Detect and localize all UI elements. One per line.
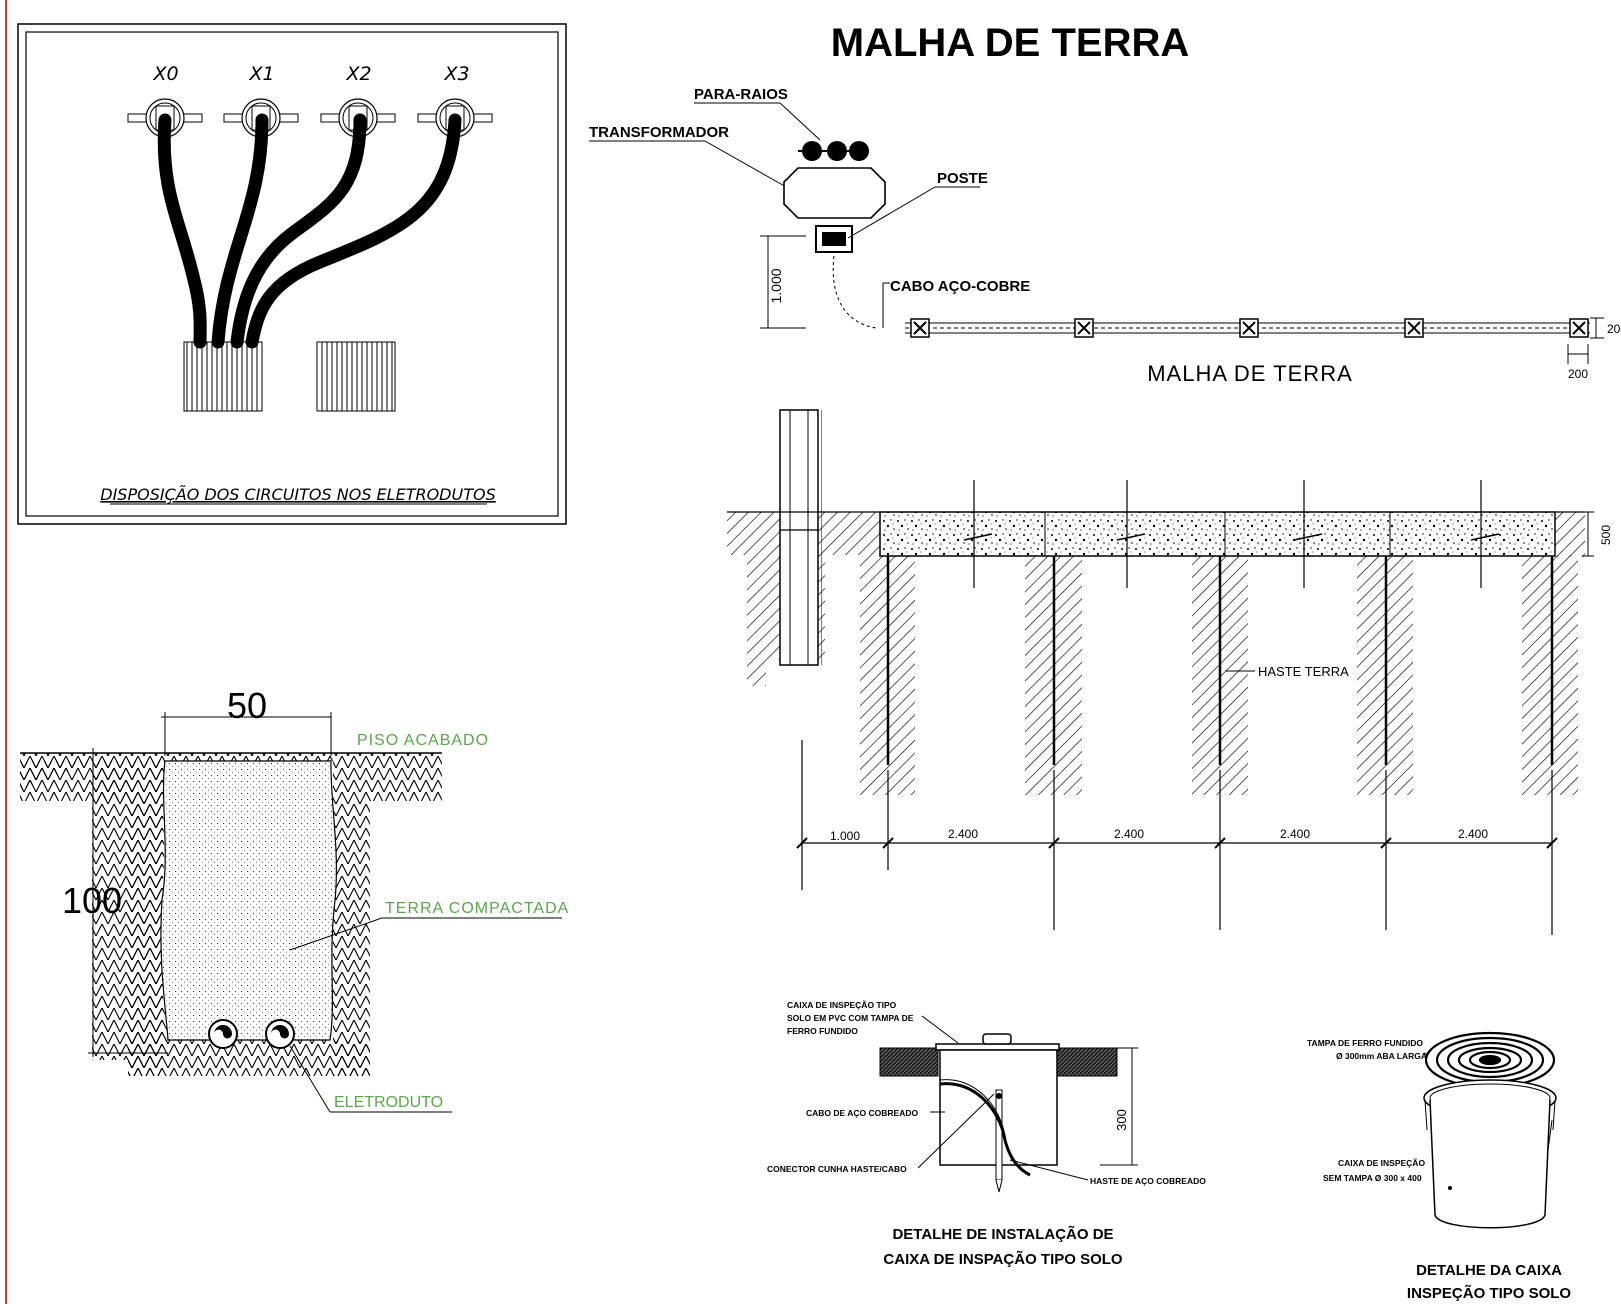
conduit-pipe-right <box>316 341 396 412</box>
plan-dim-200-right: 200 <box>1607 322 1621 336</box>
grid-box-1 <box>910 318 930 338</box>
box-install-caption-1: DETALHE DE INSTALAÇÃO DE <box>892 1225 1113 1243</box>
trench-conduit-left <box>208 1019 238 1049</box>
plan-view: PARA-RAIOS TRANSFORMADOR POSTE 1.000 CAB… <box>589 86 1621 386</box>
pvc-box-label-1: CAIXA DE INSPEÇÃO <box>1338 1158 1425 1168</box>
grid-box-2 <box>1074 318 1094 338</box>
section-depth-dim: 500 <box>1599 525 1613 545</box>
box-install-label-3: FERRO FUNDIDO <box>787 1026 858 1036</box>
pvc-box <box>1423 1079 1557 1229</box>
floor-label: PISO ACABADO <box>357 732 489 749</box>
lid-label-2: Ø 300mm ABA LARGA <box>1336 1051 1427 1061</box>
box-connector-label: CONECTOR CUNHA HASTE/CABO <box>767 1164 907 1174</box>
lid-label-1: TAMPA DE FERRO FUNDIDO <box>1307 1038 1423 1048</box>
plan-dim-200-bottom: 200 <box>1568 367 1588 381</box>
plan-height-dim: 1.000 <box>768 268 784 303</box>
box-install-label-2: SOLO EM PVC COM TAMPA DE <box>787 1013 914 1023</box>
cable-bundle <box>157 113 462 349</box>
grid-box-3 <box>1239 318 1259 338</box>
surge-arrester-icons <box>798 141 869 161</box>
trench-section: 50 100 PISO ACABADO TERRA COMPACTAD <box>20 685 569 1113</box>
inspection-box-detail: TAMPA DE FERRO FUNDIDO Ø 300mm ABA LARGA… <box>1307 1031 1572 1302</box>
box-height-dim: 300 <box>1114 1109 1129 1131</box>
pole-icon <box>815 225 853 253</box>
box-installation-detail: CAIXA DE INSPEÇÃO TIPO SOLO EM PVC COM T… <box>767 1000 1206 1268</box>
trench-depth-dim: 100 <box>62 880 122 921</box>
fill-label: TERRA COMPACTADA <box>385 900 569 917</box>
section-dim-4: 2.400 <box>1280 827 1310 841</box>
box-install-caption-2: CAIXA DE INSPAÇÃO TIPO SOLO <box>883 1250 1123 1268</box>
pvc-box-label-2: SEM TAMPA Ø 300 x 400 <box>1323 1173 1422 1183</box>
conduit-panel: X0 X1 X2 X3 <box>17 23 567 525</box>
para-raios-label: PARA-RAIOS <box>694 86 788 103</box>
box-install-label-1: CAIXA DE INSPEÇÃO TIPO <box>787 1000 897 1010</box>
cabo-label: CABO AÇO-COBRE <box>890 278 1030 295</box>
conduit-label: ELETRODUTO <box>334 1094 443 1111</box>
ground-rods <box>886 556 1554 765</box>
transformer-icon <box>783 167 886 219</box>
transformador-label: TRANSFORMADOR <box>589 124 729 141</box>
terminal-label-x2: X2 <box>345 63 371 85</box>
box-cable-label: CABO DE AÇO COBREADO <box>806 1108 918 1118</box>
terminal-label-x3: X3 <box>443 63 469 85</box>
section-dim-2: 2.400 <box>948 827 978 841</box>
rod-label: HASTE TERRA <box>1258 664 1349 679</box>
trench-conduit-right <box>265 1019 295 1049</box>
section-dim-1: 1.000 <box>830 829 860 843</box>
page-title: MALHA DE TERRA <box>831 21 1190 65</box>
box-rod-label: HASTE DE AÇO COBREADO <box>1090 1176 1206 1186</box>
grid-cross-section: HASTE TERRA 500 1.000 2.400 2.400 2.400 … <box>727 409 1613 935</box>
pole-base-column <box>779 409 822 666</box>
terminal-label-x1: X1 <box>248 63 274 85</box>
section-dim-3: 2.400 <box>1114 827 1144 841</box>
poste-label: POSTE <box>937 170 988 187</box>
grid-box-5 <box>1569 318 1589 338</box>
box-detail-caption-2: INSPEÇÃO TIPO SOLO <box>1407 1284 1572 1302</box>
grid-box-4 <box>1404 318 1424 338</box>
plan-caption: MALHA DE TERRA <box>1147 361 1353 386</box>
trench-width-dim: 50 <box>227 685 267 726</box>
section-dim-5: 2.400 <box>1458 827 1488 841</box>
conduit-panel-caption: DISPOSIÇÃO DOS CIRCUITOS NOS ELETRODUTOS <box>100 485 495 504</box>
box-detail-caption-1: DETALHE DA CAIXA <box>1416 1262 1562 1279</box>
terminal-label-x0: X0 <box>152 63 178 85</box>
conduit-pipe-left <box>183 341 263 412</box>
cast-iron-lid <box>1424 1031 1556 1089</box>
